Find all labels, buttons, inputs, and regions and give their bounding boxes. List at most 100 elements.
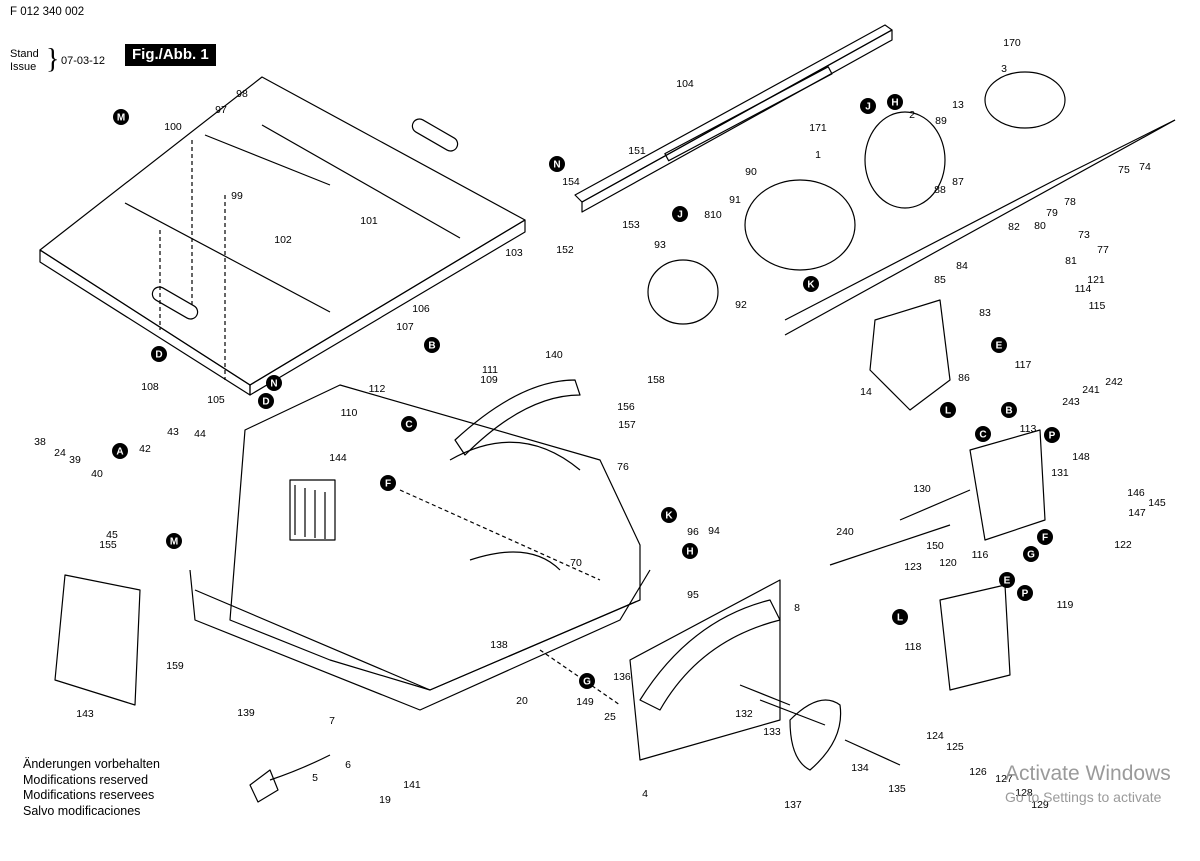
part-number-44: 44: [194, 428, 206, 440]
table-top: [39, 76, 526, 396]
reference-circle: [166, 533, 182, 549]
reference-circle: [682, 543, 698, 559]
part-number-120: 120: [939, 557, 957, 569]
reference-circle: [401, 416, 417, 432]
reference-letter: L: [897, 613, 903, 624]
part-number-126: 126: [969, 766, 987, 778]
part-number-135: 135: [888, 783, 906, 795]
part-number-8: 8: [794, 602, 800, 614]
reference-letter: C: [405, 420, 412, 431]
reference-circle: [892, 609, 908, 625]
reference-circle: [424, 337, 440, 353]
reference-letter: K: [807, 280, 815, 291]
part-number-98: 98: [236, 88, 248, 100]
right-brackets: [829, 429, 1046, 691]
part-number-81: 81: [1065, 255, 1077, 267]
reference-letter: B: [1005, 406, 1012, 417]
figure-label: Fig./Abb. 1: [125, 44, 216, 66]
reference-circle: [1017, 585, 1033, 601]
reference-marker-j-2: J: [860, 98, 876, 114]
part-number-25: 25: [604, 711, 616, 723]
reference-letter: K: [665, 511, 673, 522]
part-number-85: 85: [934, 274, 946, 286]
reference-circle: [940, 402, 956, 418]
part-number-153: 153: [622, 219, 640, 231]
part-number-141: 141: [403, 779, 421, 791]
reference-marker-b-2: B: [1001, 402, 1017, 418]
part-number-80: 80: [1034, 220, 1046, 232]
reference-circle: [266, 375, 282, 391]
reference-circle: [151, 346, 167, 362]
issue-date: 07-03-12: [61, 55, 106, 67]
part-number-82: 82: [1008, 221, 1020, 233]
brace-glyph: }: [46, 44, 60, 75]
part-number-4: 4: [642, 788, 648, 800]
part-number-91: 91: [729, 194, 741, 206]
part-number-134: 134: [851, 762, 869, 774]
part-number-143: 143: [76, 708, 94, 720]
part-number-101: 101: [360, 215, 378, 227]
reference-marker-k-1: K: [803, 276, 819, 292]
reference-letter: M: [117, 113, 125, 124]
reference-letter: E: [1004, 576, 1011, 587]
part-number-810: 810: [704, 209, 722, 221]
part-number-146: 146: [1127, 487, 1145, 499]
watermark-line-1: Activate Windows: [1005, 762, 1171, 785]
reference-letter: B: [428, 341, 435, 352]
part-number-24: 24: [54, 447, 66, 459]
reference-letter: G: [583, 677, 591, 688]
reference-letter: C: [979, 430, 986, 441]
leader-lines: [159, 140, 621, 706]
part-number-127: 127: [995, 773, 1013, 785]
reference-circle: [803, 276, 819, 292]
fence-rail: [574, 24, 893, 213]
reference-marker-d-2: D: [258, 393, 274, 409]
part-number-115: 115: [1089, 300, 1106, 312]
part-number-5: 5: [312, 772, 318, 784]
reference-marker-f-1: F: [380, 475, 396, 491]
part-number-139: 139: [237, 707, 255, 719]
part-number-159: 159: [166, 660, 184, 672]
part-number-170: 170: [1003, 37, 1021, 49]
blade-arc: [454, 379, 781, 711]
part-number-138: 138: [490, 639, 508, 651]
part-number-123: 123: [904, 561, 922, 573]
stand-issue-block: Stand Issue } 07-03-12: [10, 45, 105, 75]
reference-circle: [549, 156, 565, 172]
reference-marker-l-1: L: [940, 402, 956, 418]
note-fr: Modifications reservees: [23, 788, 155, 802]
part-number-7: 7: [329, 715, 335, 727]
part-number-155: 155: [99, 539, 117, 551]
part-number-104: 104: [676, 78, 694, 90]
part-number-118: 118: [905, 641, 922, 653]
part-number-131: 131: [1051, 467, 1069, 479]
base-housing: [189, 384, 651, 711]
reference-letter: N: [270, 379, 277, 390]
part-number-171: 171: [809, 122, 827, 134]
reference-letter: H: [686, 547, 693, 558]
part-number-107: 107: [396, 321, 414, 333]
note-en: Modifications reserved: [23, 772, 149, 787]
part-number-96: 96: [687, 526, 699, 538]
reference-marker-b-1: B: [424, 337, 440, 353]
reference-circle: [258, 393, 274, 409]
reference-marker-j-1: J: [672, 206, 688, 222]
part-number-14: 14: [860, 386, 872, 398]
part-number-45: 45: [106, 529, 118, 541]
part-number-38: 38: [34, 436, 46, 448]
part-number-99: 99: [231, 190, 243, 202]
reference-circle: [380, 475, 396, 491]
motor-assembly: [647, 71, 1176, 411]
part-number-78: 78: [1064, 196, 1076, 208]
reference-marker-f-2: F: [1037, 529, 1053, 545]
part-number-74: 74: [1139, 161, 1151, 173]
part-number-242: 242: [1105, 376, 1123, 388]
part-number-148: 148: [1072, 451, 1090, 463]
part-number-83: 83: [979, 307, 991, 319]
part-number-132: 132: [735, 708, 753, 720]
part-number-152: 152: [556, 244, 574, 256]
reference-marker-l-2: L: [892, 609, 908, 625]
reference-letter: J: [865, 102, 871, 113]
part-number-241: 241: [1082, 384, 1100, 396]
